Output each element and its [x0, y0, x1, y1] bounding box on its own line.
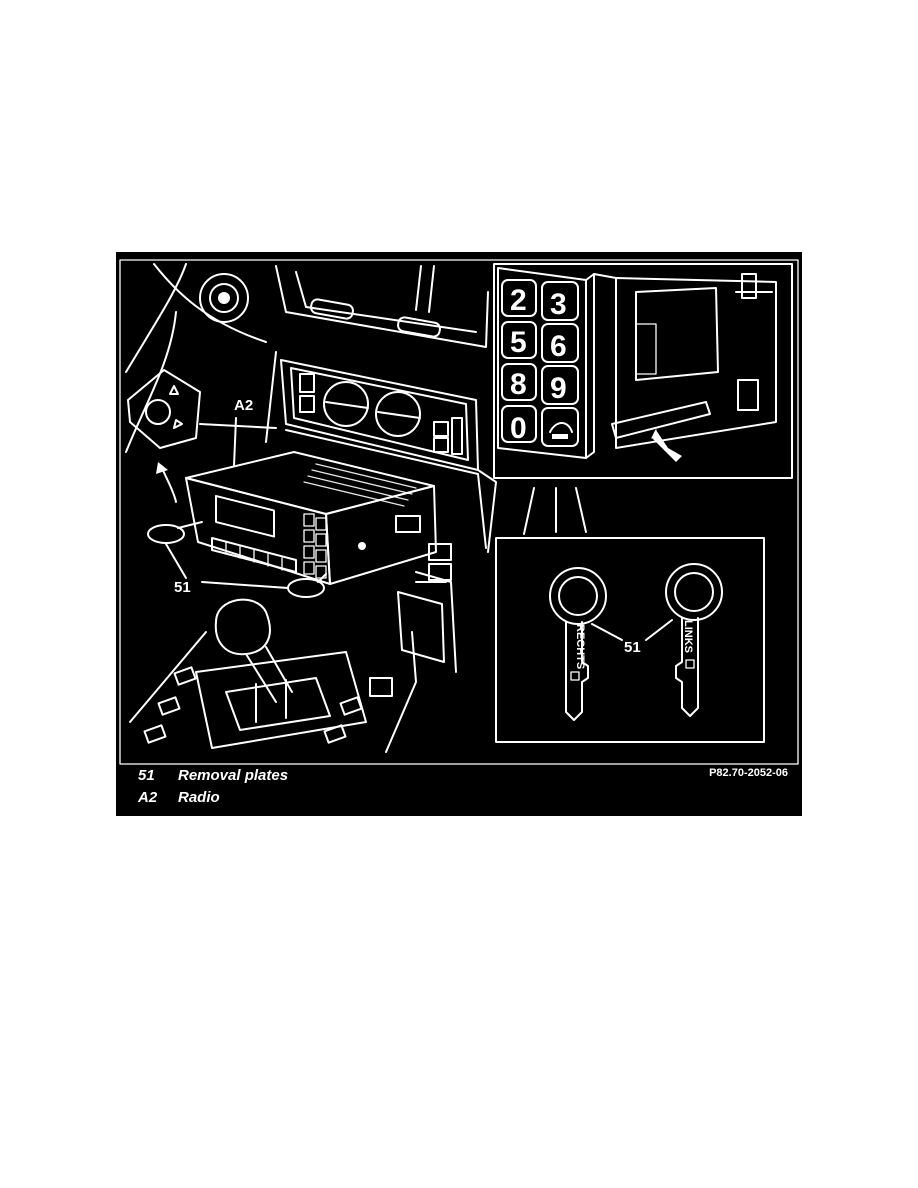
detail-removal-plate: [611, 401, 711, 439]
legend: 51 Removal plates A2 Radio: [137, 767, 288, 806]
legend-text-removal-plates: Removal plates: [178, 767, 288, 784]
key-9: 9: [550, 372, 567, 405]
key-5: 5: [510, 326, 527, 359]
detail-removal-tools-inset: RECHTS LINKS 51: [495, 537, 765, 743]
radio-removal-illustration: A2 51 2 3 5 6 8 9 0: [116, 252, 802, 816]
callout-51-detail: 51: [624, 639, 641, 656]
legend-text-radio: Radio: [178, 789, 220, 806]
radio-keypad: [303, 513, 327, 579]
tool-label-rechts: RECHTS: [574, 624, 586, 669]
detail-keypad-inset: 2 3 5 6 8 9 0: [493, 263, 793, 479]
radio-unit: [185, 451, 437, 585]
callout-51-main: 51: [174, 579, 191, 596]
dashboard-drawing: [125, 263, 497, 673]
ignition-switch: [199, 273, 249, 323]
key-6: 6: [550, 330, 567, 363]
tool-rechts: [549, 567, 607, 721]
key-8: 8: [510, 368, 527, 401]
callout-a2: A2: [234, 397, 253, 414]
mirror-switch-detail: [127, 369, 201, 449]
detail-keypad-keys: 2 3 5 6 8 9 0: [501, 279, 579, 447]
figure-reference-code: P82.70-2052-06: [709, 767, 788, 779]
legend-code-a2: A2: [137, 789, 158, 806]
climate-knob-left: [323, 381, 369, 427]
key-0: 0: [510, 412, 527, 445]
climate-knob-right: [375, 391, 421, 437]
legend-code-51: 51: [138, 767, 155, 784]
illustration-frame: [119, 259, 799, 765]
gear-shifter: [129, 598, 417, 753]
tool-label-links: LINKS: [682, 620, 694, 653]
key-3: 3: [550, 288, 567, 321]
tool-links: [665, 563, 723, 717]
insert-arrow: [652, 430, 682, 462]
key-2: 2: [510, 284, 527, 317]
eject-icon: [549, 422, 573, 433]
